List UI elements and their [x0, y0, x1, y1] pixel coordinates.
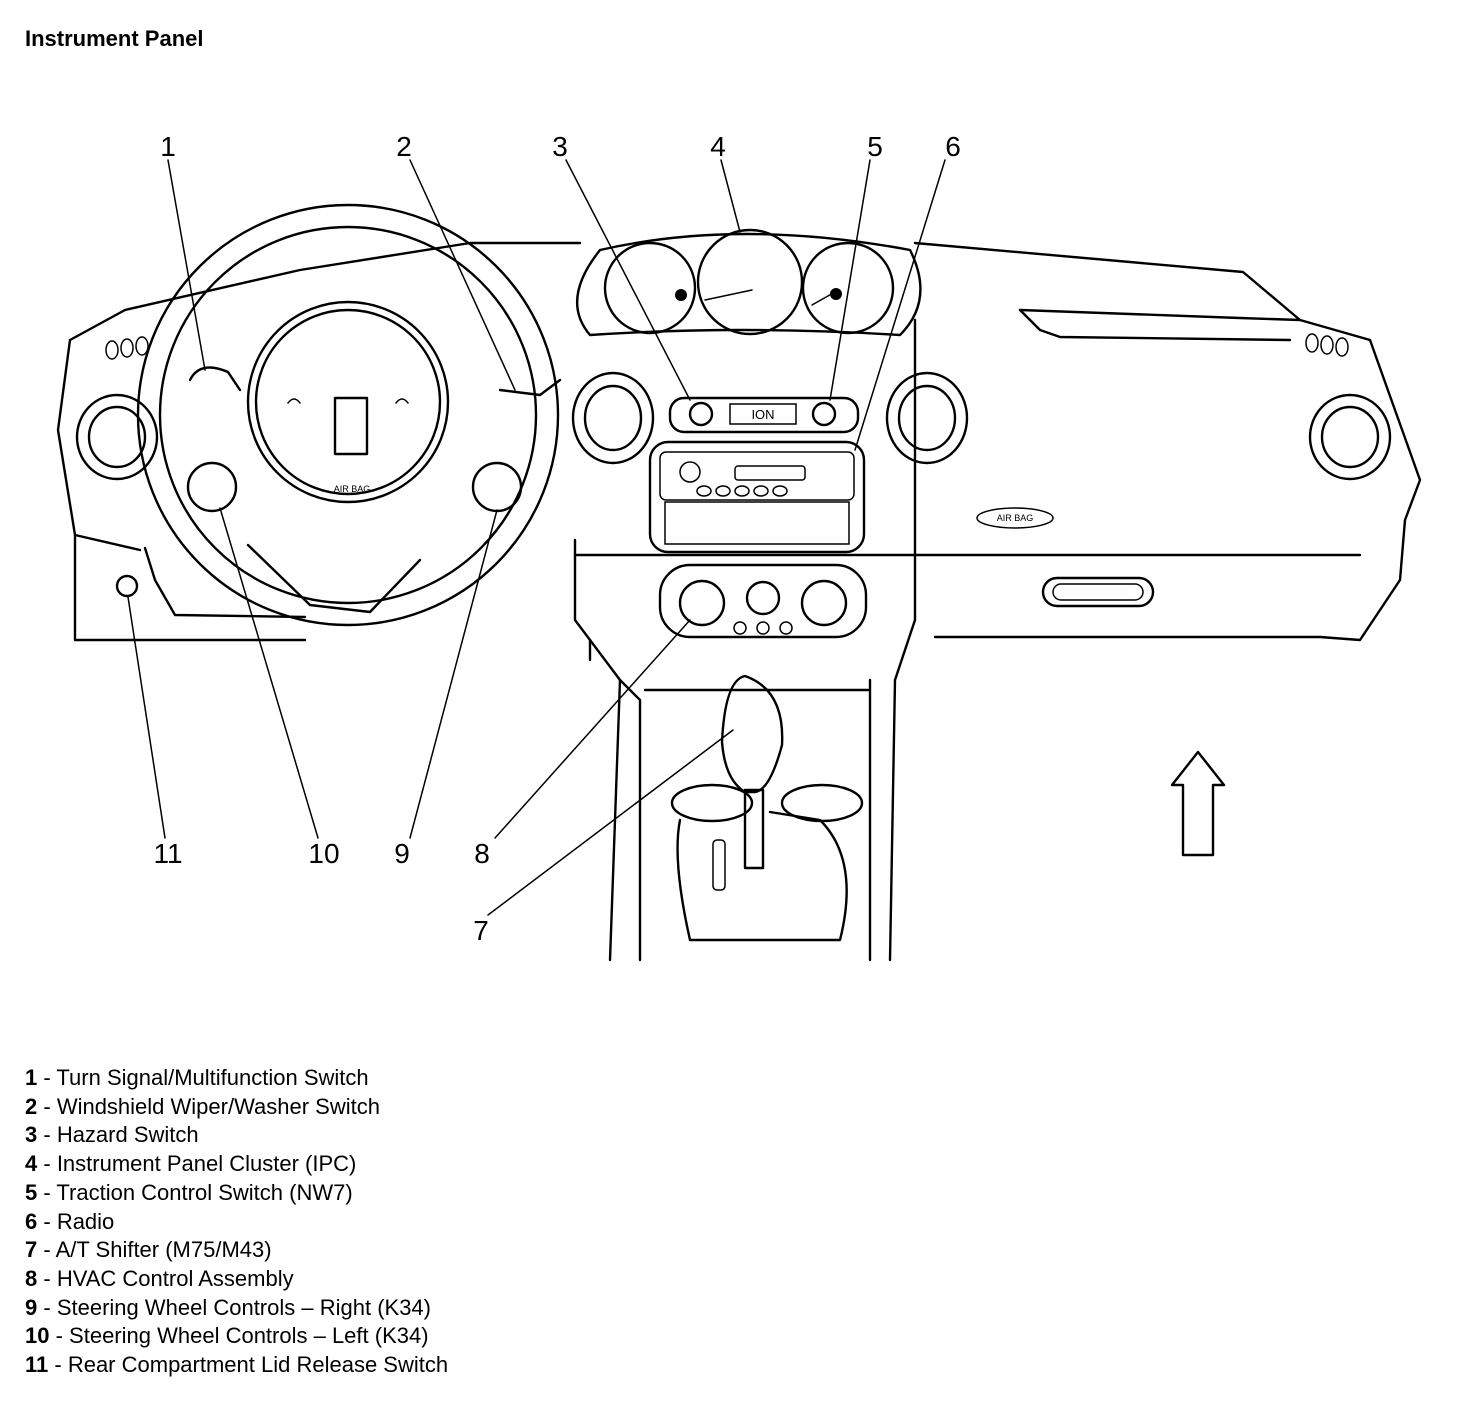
legend-text: Steering Wheel Controls – Left (K34) [69, 1323, 429, 1349]
callout-numbers: 1 2 3 4 5 6 7 8 9 10 11 [153, 131, 960, 946]
legend-item: 3 - Hazard Switch [25, 1122, 199, 1148]
steering-wheel [115, 203, 562, 627]
legend-text: A/T Shifter (M75/M43) [55, 1237, 272, 1263]
legend-item: 4 - Instrument Panel Cluster (IPC) [25, 1151, 357, 1177]
callout-number: 1 [160, 131, 176, 162]
legend-number: 1 [25, 1065, 38, 1090]
legend-item: 5 - Traction Control Switch (NW7) [25, 1179, 353, 1205]
callout-number: 9 [394, 838, 410, 869]
legend-item: 9 - Steering Wheel Controls – Right (K34… [25, 1294, 431, 1320]
legend-number: 6 [25, 1208, 38, 1234]
legend-text: Traction Control Switch (NW7) [56, 1179, 353, 1205]
legend-text: Instrument Panel Cluster (IPC) [56, 1151, 357, 1177]
legend-number: 8 [25, 1265, 38, 1291]
legend-text: Turn Signal/Multifunction Switch [56, 1065, 369, 1090]
legend-item: 10 - Steering Wheel Controls – Left (K34… [25, 1323, 429, 1349]
legend-number: 10 [25, 1323, 50, 1349]
hvac-control-assembly [658, 563, 868, 639]
legend-item: 6 - Radio [25, 1208, 115, 1234]
legend-item: 1 - Turn Signal/Multifunction Switch [25, 1065, 369, 1090]
center-stack [648, 396, 866, 554]
legend-number: 4 [25, 1151, 38, 1177]
legend-item: 8 - HVAC Control Assembly [25, 1265, 294, 1291]
callout-number: 7 [473, 915, 489, 946]
steering-airbag-label: AIR BAG [334, 484, 371, 494]
callout-number: 8 [474, 838, 490, 869]
legend-item: 2 - Windshield Wiper/Washer Switch [25, 1093, 380, 1119]
legend-number: 9 [25, 1294, 38, 1320]
leader-lines [127, 159, 946, 916]
callout-number: 10 [308, 838, 339, 869]
callout-number: 4 [710, 131, 726, 162]
callout-number: 3 [552, 131, 568, 162]
legend-text: Hazard Switch [56, 1122, 199, 1148]
legend-item: 7 - A/T Shifter (M75/M43) [25, 1237, 272, 1263]
page-title: Instrument Panel [25, 26, 204, 51]
legend-text: Steering Wheel Controls – Right (K34) [56, 1294, 431, 1320]
callout-number: 6 [945, 131, 961, 162]
legend-number: 5 [25, 1179, 38, 1205]
legend-text: HVAC Control Assembly [56, 1265, 294, 1291]
instrument-cluster [575, 228, 922, 337]
legend-text: Windshield Wiper/Washer Switch [56, 1093, 380, 1119]
passenger-airbag-label: AIR BAG [997, 513, 1034, 523]
legend-number: 3 [25, 1122, 38, 1148]
ion-badge: ION [751, 407, 774, 422]
legend-item: 11 - Rear Compartment Lid Release Switch [25, 1352, 449, 1378]
legend: 1 - Turn Signal/Multifunction Switch 2 -… [25, 1064, 448, 1380]
legend-number: 2 [25, 1093, 38, 1119]
callout-number: 11 [153, 838, 182, 869]
instrument-panel-diagram: AIR BAG ION [56, 131, 1422, 962]
legend-number: 11 [25, 1352, 49, 1378]
legend-number: 7 [25, 1237, 38, 1263]
up-arrow-icon [1170, 750, 1226, 857]
callout-number: 2 [396, 131, 412, 162]
legend-text: Rear Compartment Lid Release Switch [67, 1352, 449, 1378]
callout-number: 5 [867, 131, 883, 162]
shifter-console [643, 674, 870, 942]
legend-text: Radio [56, 1208, 115, 1234]
